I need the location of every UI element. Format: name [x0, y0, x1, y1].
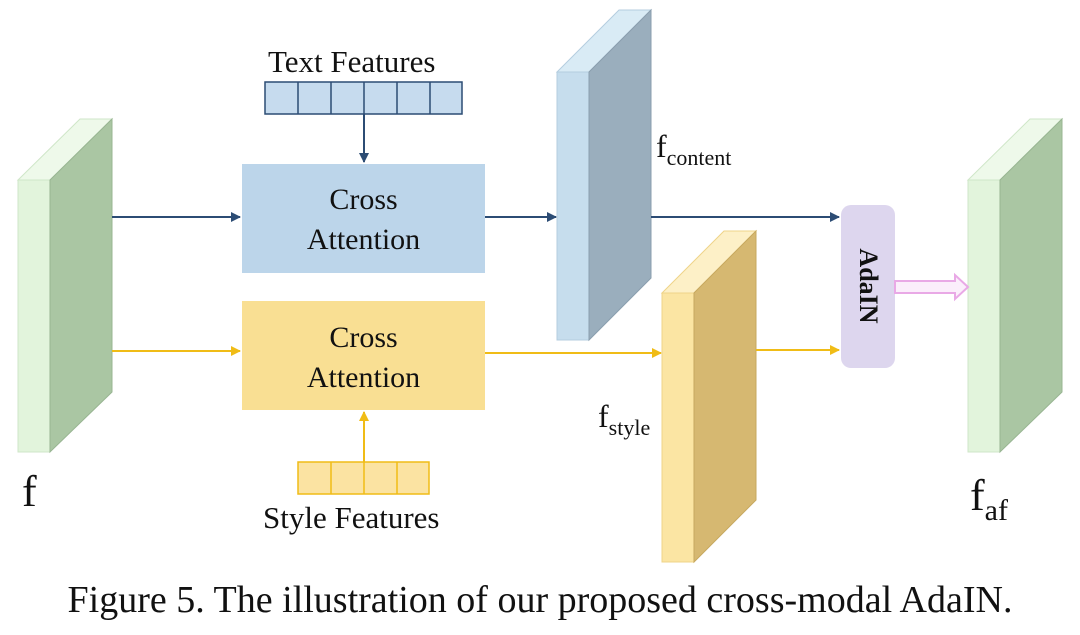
- cross-attention-text-line2: Attention: [306, 223, 421, 256]
- f-af-main: f: [970, 471, 985, 520]
- f-style-label: fstyle: [598, 398, 650, 441]
- cross-attention-text-label: Cross Attention: [242, 180, 485, 260]
- cross-attention-style-line2: Attention: [306, 361, 421, 394]
- f-af-label: faf: [970, 470, 1008, 528]
- text-features-label: Text Features: [268, 44, 436, 79]
- input-feature-map-f: [16, 117, 114, 454]
- figure-caption: Figure 5. The illustration of our propos…: [67, 579, 1013, 621]
- f-content-main: f: [656, 128, 667, 164]
- style-features-label: Style Features: [263, 500, 440, 535]
- arrow-adain-to-output: [894, 272, 970, 302]
- style-feature-map: [660, 229, 758, 564]
- f-content-label: fcontent: [656, 128, 731, 171]
- f-af-sub: af: [984, 494, 1008, 527]
- cross-attention-text-box: [242, 164, 485, 273]
- text-features-vector: [264, 81, 463, 115]
- style-features-vector: [297, 461, 430, 495]
- f-content-sub: content: [666, 145, 732, 170]
- f-style-main: f: [598, 398, 609, 434]
- adain-label: AdaIN: [854, 248, 883, 324]
- f-label: f: [22, 467, 37, 516]
- cross-attention-style-label: Cross Attention: [242, 318, 485, 398]
- cross-attention-text-line1: Cross: [329, 183, 398, 216]
- adain-box: [841, 205, 895, 368]
- content-feature-map: [555, 8, 653, 342]
- output-feature-map-faf: [966, 117, 1064, 454]
- cross-attention-style-line1: Cross: [329, 321, 398, 354]
- cross-attention-style-box: [242, 301, 485, 410]
- f-style-sub: style: [608, 415, 651, 440]
